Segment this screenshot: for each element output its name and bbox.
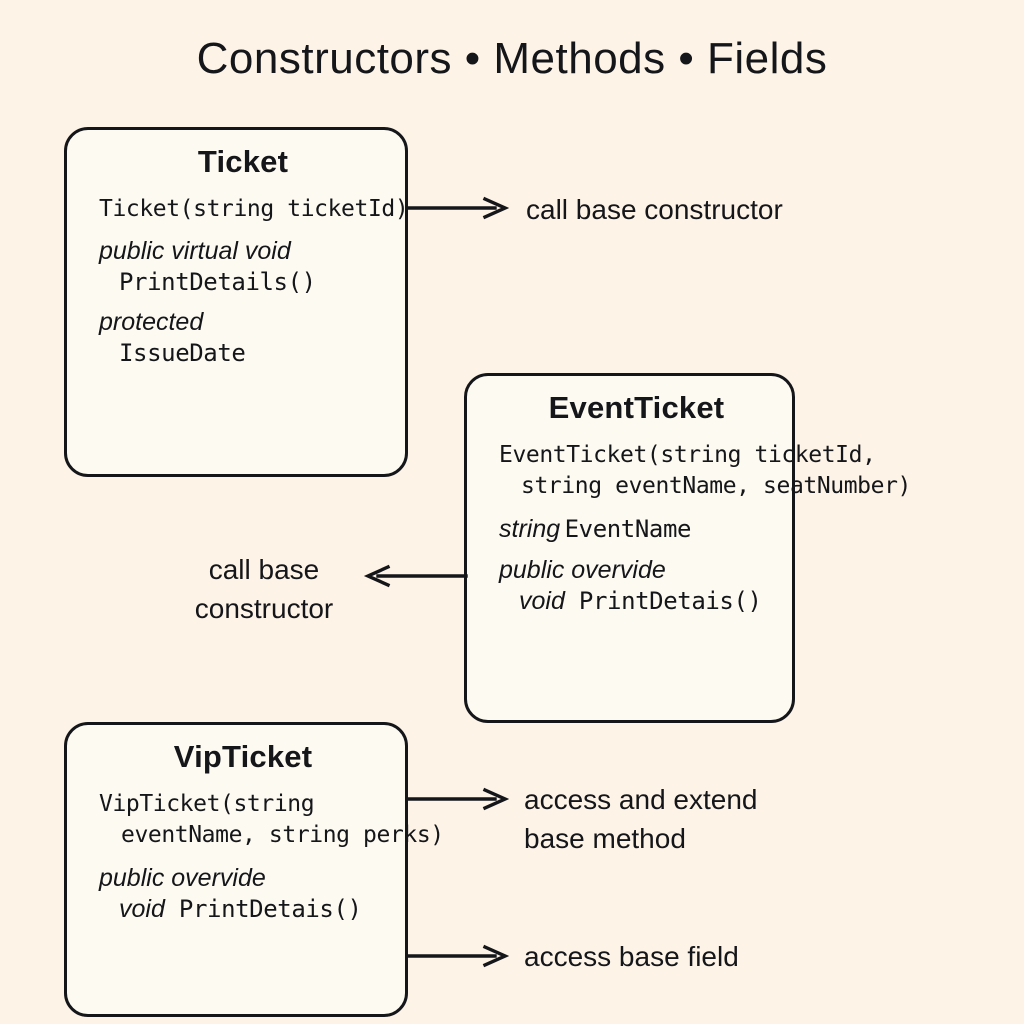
class-box-ticket-content: Ticket Ticket(string ticketId) public vi…: [67, 130, 409, 474]
method-identifier: PrintDetails(): [119, 268, 316, 297]
class-vipticket-method-printdetails: public overvide void PrintDetais(): [99, 864, 387, 924]
class-ticket-constructor: Ticket(string ticketId): [99, 194, 409, 225]
field-identifier: IssueDate: [119, 339, 246, 368]
class-eventticket-method-printdetails: public overvide void PrintDetais(): [499, 556, 774, 616]
annotation-access-and-extend-base-method: access and extend base method: [524, 784, 758, 854]
class-ticket-field-issuedate: protected IssueDate: [99, 308, 387, 367]
class-eventticket-field-eventname: string EventName: [499, 515, 774, 544]
class-box-eventticket[interactable]: EventTicket EventTicket(string ticketId,…: [464, 373, 911, 723]
annotation-access-base-field: access base field: [524, 941, 739, 972]
class-box-eventticket-content: EventTicket EventTicket(string ticketId,…: [467, 376, 911, 720]
class-eventticket-constructor: EventTicket(string ticketId, string even…: [499, 440, 911, 503]
constructor-line-1: Ticket(string ticketId): [99, 196, 409, 222]
class-name-vipticket: VipTicket: [173, 739, 313, 774]
constructor-line-2: eventName, string perks): [121, 822, 444, 849]
method-identifier: PrintDetais(): [164, 894, 362, 923]
method-modifiers: public overvide: [499, 555, 666, 584]
class-name-ticket: Ticket: [197, 144, 289, 179]
arrow-ticket-to-call-base-constructor: [405, 196, 510, 220]
method-return-type: void: [119, 894, 165, 923]
arrow-eventticket-to-call-base-constructor: [363, 564, 468, 588]
method-identifier-row: void PrintDetais(): [499, 587, 774, 616]
constructor-line-2: string eventName, seatNumber): [521, 473, 911, 500]
class-name-eventticket: EventTicket: [548, 390, 725, 425]
method-return-type: void: [519, 586, 565, 615]
field-modifiers: string: [499, 514, 561, 543]
arrow-vipticket-to-access-and-extend-base-method: [405, 787, 510, 811]
field-modifiers: protected: [99, 308, 204, 337]
class-ticket-method-printdetails: public virtual void PrintDetails(): [99, 237, 387, 296]
constructor-line-1: EventTicket(string ticketId,: [499, 442, 876, 468]
method-identifier: PrintDetais(): [564, 586, 762, 615]
class-box-vipticket[interactable]: VipTicket VipTicket(string eventName, st…: [64, 722, 444, 1017]
field-identifier: EventName: [564, 514, 692, 543]
annotation-call-base-constructor-top: call base constructor: [526, 194, 783, 225]
class-box-vipticket-content: VipTicket VipTicket(string eventName, st…: [67, 725, 444, 1014]
page-title: Constructors • Methods • Fields: [196, 34, 828, 83]
class-box-ticket[interactable]: Ticket Ticket(string ticketId) public vi…: [64, 127, 409, 477]
annotation-call-base-constructor-left: call base constructor: [194, 554, 334, 624]
arrow-vipticket-to-access-base-field: [405, 944, 510, 968]
method-identifier-row: void PrintDetais(): [99, 895, 387, 924]
method-modifiers: public virtual void: [99, 237, 291, 266]
method-modifiers: public overvide: [99, 863, 266, 892]
constructor-line-1: VipTicket(string: [99, 791, 315, 817]
class-vipticket-constructor: VipTicket(string eventName, string perks…: [99, 789, 444, 852]
